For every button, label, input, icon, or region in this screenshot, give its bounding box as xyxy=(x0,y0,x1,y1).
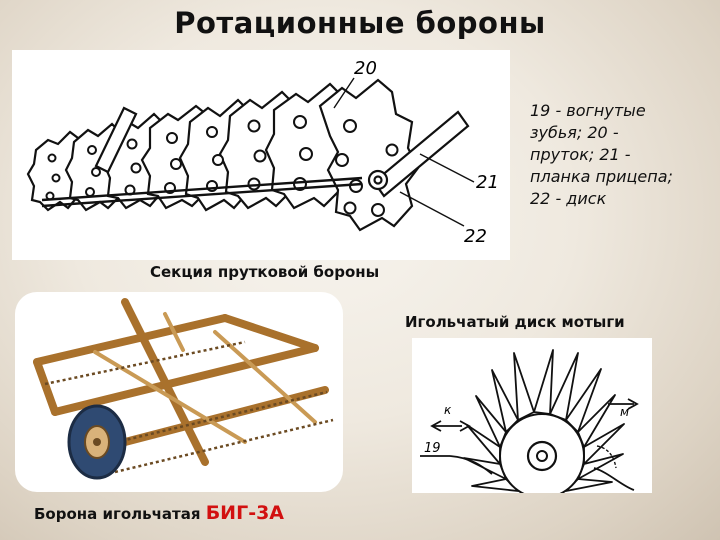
rod-harrow-section-figure: 20 21 22 xyxy=(12,50,510,260)
rod-section-caption: Секция прутковой бороны xyxy=(150,263,380,281)
callout-21: 21 xyxy=(476,172,499,193)
needle-disc-figure: к м 19 xyxy=(412,338,652,493)
legend-line: 22 - диск xyxy=(530,189,607,208)
page-title: Ротационные бороны xyxy=(174,6,546,40)
needle-harrow-caption: Борона игольчатая БИГ-3А xyxy=(34,502,284,524)
needle-harrow-model: БИГ-3А xyxy=(205,502,285,524)
label-m: м xyxy=(620,405,629,419)
label-k: к xyxy=(444,403,452,417)
needle-disc-drawing: к м 19 xyxy=(420,349,639,493)
needle-harrow-illustration xyxy=(33,298,334,480)
needle-disc-caption: Игольчатый диск мотыги xyxy=(405,313,625,331)
rod-section-legend: 19 - вогнутые зубья; 20 - пруток; 21 - п… xyxy=(530,100,715,210)
callout-22: 22 xyxy=(464,226,487,247)
needle-harrow-caption-text: Борона игольчатая xyxy=(34,505,206,523)
legend-line: 19 - вогнутые xyxy=(530,101,646,120)
rod-harrow-drawing: 20 21 22 xyxy=(26,58,499,247)
legend-line: зубья; 20 - xyxy=(530,123,619,142)
label-19: 19 xyxy=(424,441,441,456)
needle-harrow-figure xyxy=(15,292,343,492)
callout-20: 20 xyxy=(354,58,377,79)
legend-line: пруток; 21 - xyxy=(530,145,631,164)
legend-line: планка прицепа; xyxy=(530,167,673,186)
